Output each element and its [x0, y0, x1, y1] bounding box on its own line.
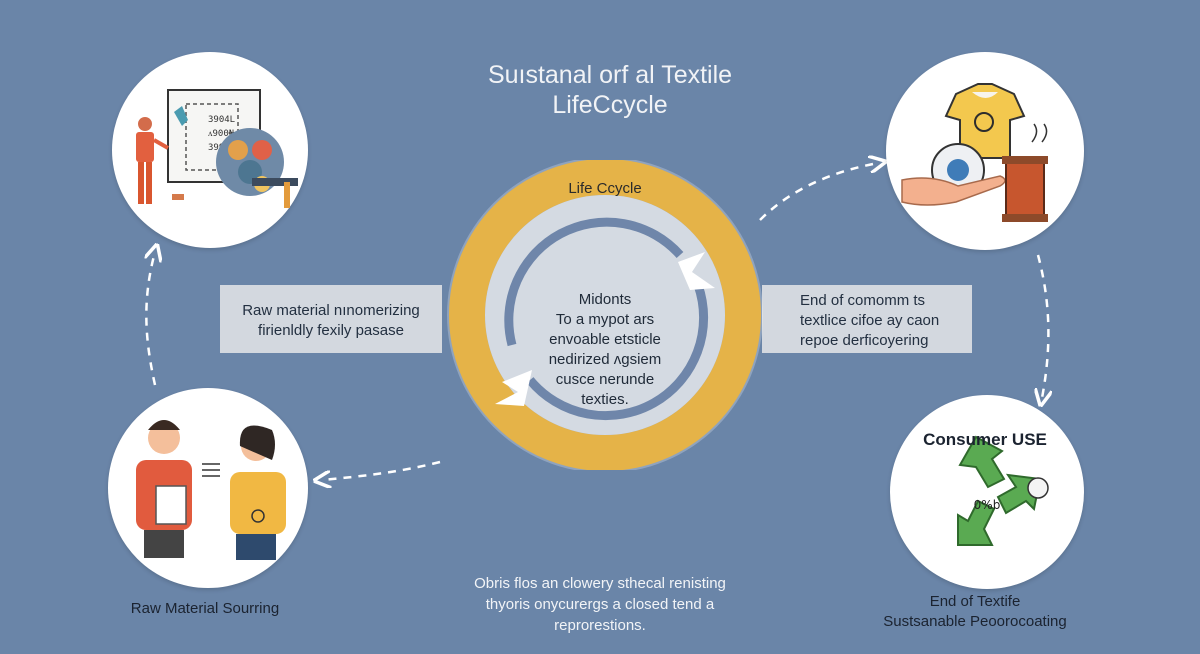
design-illustration: 3904L ᴧ900₦ 3993R	[136, 89, 298, 208]
center-line: cusce nerunde	[555, 371, 655, 388]
inner-disc	[485, 195, 725, 435]
banner-right-line-2: textlice cifoe ay caon	[800, 312, 940, 329]
ring-arrowhead-bottom	[495, 370, 532, 406]
inner-cycle-arrow-top	[504, 217, 684, 347]
bottom-line: reprorestions.	[554, 617, 646, 634]
banner-left: Raw material nınomerizing firienldly fex…	[220, 285, 442, 353]
banner-right-line-3: repoe derficoyering	[800, 332, 929, 349]
chart-text: 3904L	[208, 115, 235, 125]
lifecycle-ring	[447, 160, 763, 470]
center-line: texties.	[581, 391, 629, 408]
arrow-bottom-left	[322, 460, 441, 480]
center-line: Midonts	[578, 291, 632, 308]
hand-icon	[901, 175, 1006, 206]
banner-right-line-1: End of comomm ts	[800, 292, 926, 309]
lifecycle-label: Life Ccycle	[568, 180, 642, 197]
consumer-use-label: Consumer USE	[923, 430, 1047, 449]
circle-product	[886, 52, 1084, 250]
arrow-right-down	[1038, 254, 1048, 398]
center-line: envoable etsticle	[549, 331, 661, 348]
caption-end-line-2: Sustsanable Peoorocoating	[883, 613, 1067, 630]
center-line: nedirized ᴧgsiem	[548, 351, 662, 368]
ring-arrowhead-top	[678, 252, 715, 290]
diagram-title: Suıstanal orf al Textile LifeCcycle	[380, 60, 840, 120]
banner-left-line-1: Raw material nınomerizing	[242, 302, 420, 319]
caption-end-line-1: End of Textife	[929, 593, 1021, 610]
banner-left-line-2: firienldly fexily pasase	[258, 322, 404, 339]
bottom-line: Obris flos an clowery sthecal renisting	[474, 575, 726, 592]
tshirt-icon	[944, 83, 1026, 159]
center-line: To a mypot ars	[555, 311, 655, 328]
people-illustration	[136, 420, 286, 560]
title-line-2: LifeCcycle	[552, 91, 668, 119]
product-illustration	[901, 83, 1048, 222]
bottom-line: thyoris onycurergs a closed tend a	[485, 596, 715, 613]
arrow-left-up	[146, 252, 155, 386]
chart-text: ᴧ900₦	[208, 129, 235, 139]
circle-raw-material	[108, 388, 308, 588]
circle-consumer-use: 0%b	[890, 395, 1084, 589]
recycle-illustration: 0%b	[957, 435, 1049, 546]
badge-icon	[1027, 477, 1049, 499]
arrow-top-right	[759, 163, 878, 221]
thread-spool-icon	[1005, 159, 1045, 219]
outer-ring	[449, 160, 761, 470]
center-text: Midonts To a mypot ars envoable etsticle…	[520, 290, 690, 410]
circle-design-production: 3904L ᴧ900₦ 3993R	[112, 52, 308, 248]
title-line-1: Suıstanal orf al Textile	[487, 61, 733, 89]
caption-raw-material: Raw Material Sourring	[130, 600, 280, 617]
banner-right: End of comomm ts textlice cifoe ay caon …	[762, 285, 972, 353]
caption-end-of-textile: End of Textife Sustsanable Peoorocoating	[870, 592, 1080, 632]
inner-cycle-arrow-bottom	[526, 283, 709, 421]
bottom-description: Obris flos an clowery sthecal renisting …	[420, 573, 780, 636]
recycle-badge: 0%b	[974, 498, 1001, 512]
recycle-icon	[957, 435, 1042, 546]
